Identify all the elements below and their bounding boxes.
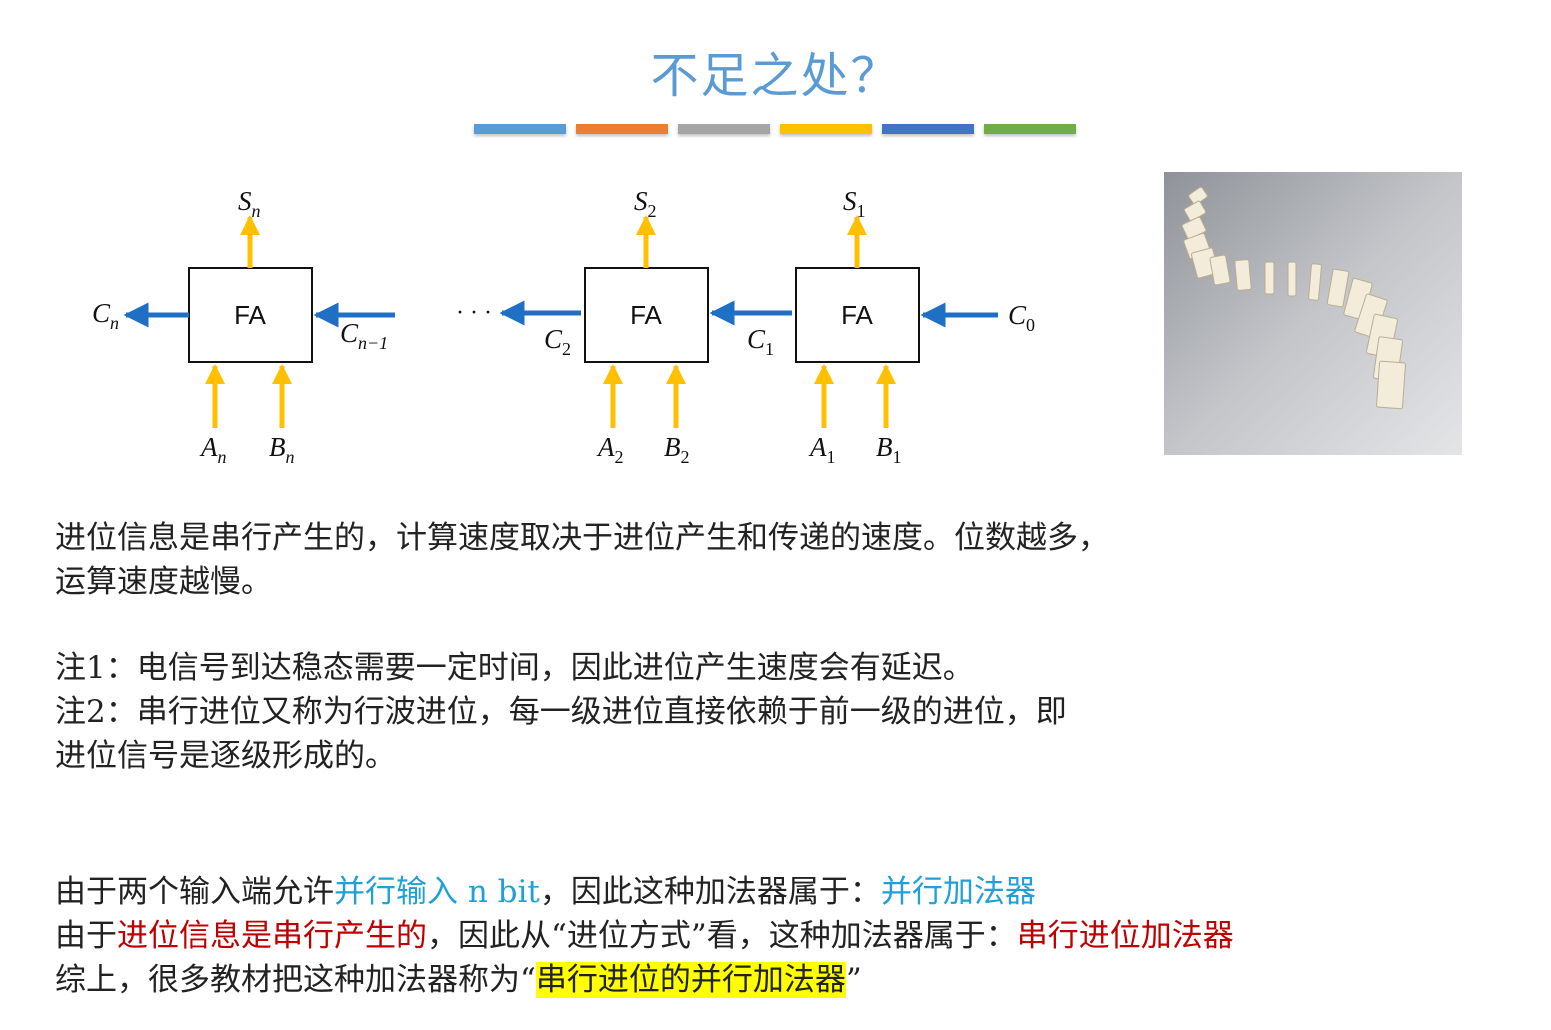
label-c1: C1 [747,324,774,359]
label-s1: S1 [843,186,866,221]
fa-label: FA [234,300,266,330]
label-an: An [199,432,227,467]
color-bar [576,124,668,134]
label-cn: Cn [92,298,119,333]
conclusion-line-2: 由于进位信息是串行产生的，因此从“进位方式”看，这种加法器属于：串行进位加法器 [55,914,1234,958]
label-b2: B2 [664,432,690,467]
highlighted-term: 串行进位的并行加法器 [536,962,846,998]
label-b1: B1 [876,432,902,467]
text-line: 进位信息是串行产生的，计算速度取决于进位产生和传递的速度。位数越多， [55,516,1109,560]
text-span: 综上，很多教材把这种加法器称为“ [55,962,536,998]
note-2-line: 进位信号是逐级形成的。 [55,734,1067,778]
paragraph-notes: 注1：电信号到达稳态需要一定时间，因此进位产生速度会有延迟。 注2：串行进位又称… [55,646,1067,778]
text-span: 由于两个输入端允许 [55,874,334,910]
color-bar [780,124,872,134]
fa-label: FA [841,300,873,330]
text-span: 由于 [55,918,117,954]
text-span: ，因此从“进位方式”看，这种加法器属于： [427,918,1017,954]
color-bar [984,124,1076,134]
ellipsis: · · · [456,300,492,326]
conclusion-line-1: 由于两个输入端允许并行输入 n bit，因此这种加法器属于：并行加法器 [55,870,1234,914]
label-c2: C2 [544,324,571,359]
color-bar [882,124,974,134]
label-a2: A2 [596,432,624,467]
fa-block-1: FA [796,268,919,362]
color-bar [474,124,566,134]
text-span: ，因此这种加法器属于： [540,874,881,910]
domino-chain-photo [1164,172,1462,455]
color-bar [678,124,770,134]
text-line: 运算速度越慢。 [55,560,1109,604]
text-span-blue: 并行加法器 [881,874,1036,910]
label-a1: A1 [808,432,836,467]
label-sn: Sn [238,186,261,221]
fa-label: FA [630,300,662,330]
paragraph-conclusion: 由于两个输入端允许并行输入 n bit，因此这种加法器属于：并行加法器 由于进位… [55,870,1234,1002]
note-1: 注1：电信号到达稳态需要一定时间，因此进位产生速度会有延迟。 [55,646,1067,690]
label-cn-1: Cn−1 [340,318,388,353]
note-2-line: 注2：串行进位又称为行波进位，每一级进位直接依赖于前一级的进位，即 [55,690,1067,734]
text-span-red: 进位信息是串行产生的 [117,918,427,954]
ripple-carry-adder-diagram: FA FA FA · · · Sn S2 S1 Cn Cn−1 C2 C1 C0 [70,172,1050,472]
text-span: ” [846,962,862,998]
conclusion-line-3: 综上，很多教材把这种加法器称为“串行进位的并行加法器” [55,958,1234,1002]
fa-block-n: FA [189,268,312,362]
label-s2: S2 [634,186,657,221]
fa-block-2: FA [585,268,708,362]
text-span-blue: 并行输入 n bit [334,874,540,910]
label-bn: Bn [269,432,295,467]
text-span-red: 串行进位加法器 [1017,918,1234,954]
paragraph-summary: 进位信息是串行产生的，计算速度取决于进位产生和传递的速度。位数越多， 运算速度越… [55,516,1109,604]
page-title: 不足之处？ [0,36,1551,106]
label-c0: C0 [1008,300,1035,335]
